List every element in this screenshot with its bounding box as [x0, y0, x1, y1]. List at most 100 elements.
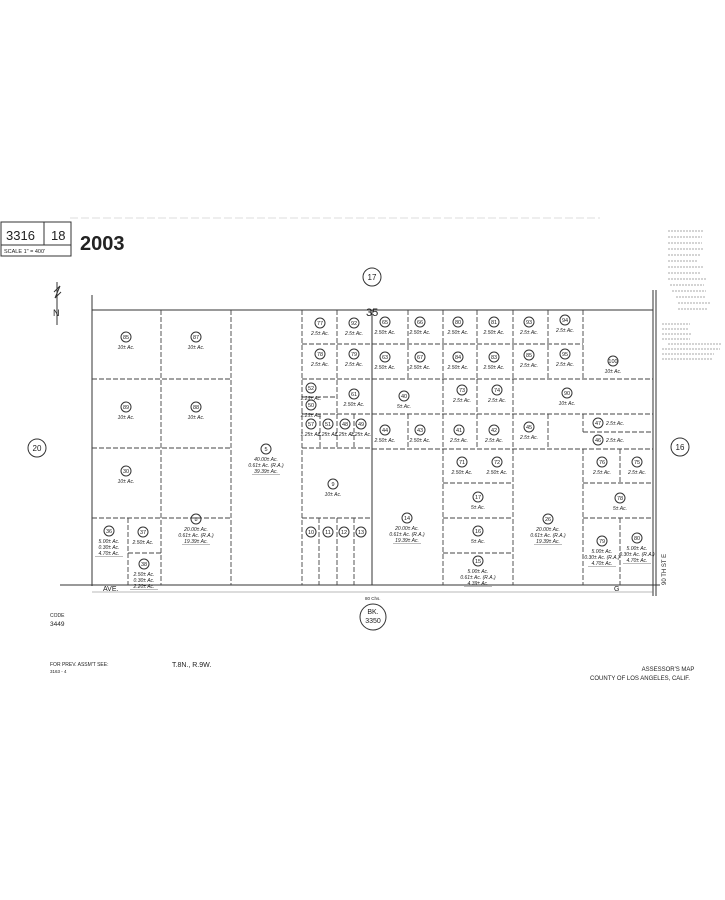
parcel-9: 910± Ac.: [325, 478, 341, 498]
street-east-label: 90 TH ST E: [662, 554, 668, 585]
parcel-area: 2.50± Ac.: [447, 365, 469, 371]
parcel-65: 652.50± Ac.: [374, 316, 395, 336]
parcel-number-circle: [631, 532, 643, 544]
parcel-area: 2.5± Ac.: [519, 363, 538, 369]
adjacent-north-label: 17: [368, 273, 377, 282]
parcel-number: 40: [401, 394, 407, 400]
parcel-number-circle: [314, 317, 326, 329]
parcel-number-circle: [614, 492, 626, 504]
parcel-number: 13: [358, 530, 364, 536]
parcel-number-circle: [491, 384, 503, 396]
header-box: [0, 221, 72, 257]
parcel-number: 65: [382, 320, 388, 326]
parcel-number: 61: [351, 392, 357, 398]
parcel-42: 422.5± Ac.: [484, 424, 503, 444]
parcel-area: 2.50± Ac.: [447, 330, 469, 336]
parcel-area: 2.5± Ac.: [592, 470, 611, 476]
parcel-number-circle: [596, 535, 608, 547]
parcel-area: 1.25± Ac.: [335, 432, 356, 438]
parcel-area: 4.70± Ac.: [99, 551, 120, 557]
township-range: T.8N., R.9W.: [172, 662, 211, 669]
parcel-17: 17 5± Ac.: [471, 491, 485, 511]
parcel-area: 5± Ac.: [613, 506, 627, 512]
parcel-15: 155.00± Ac.0.61± Ac. (R.A.)4.39± Ac.: [460, 555, 496, 587]
parcel-number-circle: [339, 418, 351, 430]
parcel-76: 762.5± Ac.: [592, 456, 611, 476]
prev-assessment-label: FOR PREV. ASSM'T SEE:: [50, 662, 108, 668]
parcel-number-circle: [414, 316, 426, 328]
parcel-number: 42: [491, 428, 497, 434]
code-label: CODE: [50, 613, 65, 619]
parcel-number-circle: [355, 526, 367, 538]
year-label: 2003: [80, 233, 125, 255]
parcel-area: 2.50± Ac.: [451, 470, 473, 476]
parcel-number: 78: [317, 352, 323, 358]
parcel-area: 2.5± Ac.: [555, 328, 574, 334]
parcel-area: 10± Ac.: [188, 345, 205, 351]
parcel-number-circle: [452, 351, 464, 363]
parcel-number-circle: [592, 417, 604, 429]
north-arrow-icon: N: [53, 282, 62, 325]
parcel-number: 66: [417, 320, 423, 326]
parcel-area: 2.50± Ac.: [483, 330, 505, 336]
parcel-63: 632.50± Ac.: [374, 351, 395, 371]
parcel-30: 30 10± Ac.: [118, 465, 135, 485]
north-label: N: [53, 308, 60, 318]
book-ref-label: BK.: [367, 609, 378, 616]
road-width: 80 Chs.: [365, 596, 381, 601]
parcel-number: 17: [475, 495, 481, 501]
parcel-number: 75: [634, 460, 640, 466]
parcel-number-circle: [120, 401, 132, 413]
parcel-number: 84: [455, 355, 461, 361]
parcel-number: 30: [123, 469, 129, 475]
parcel-number: 52: [308, 386, 314, 392]
parcel-area: 5± Ac.: [471, 505, 485, 511]
parcel-area: 2.5± Ac.: [449, 438, 468, 444]
parcel-number: 43: [417, 428, 423, 434]
parcel-area: 10± Ac.: [118, 415, 135, 421]
parcel-number-circle: [488, 424, 500, 436]
parcel-area: 2.5± Ac.: [344, 362, 363, 368]
parcel-area: 2.50± Ac.: [409, 330, 431, 336]
adjacent-west-label: 20: [33, 444, 42, 453]
road-name-right: G: [614, 586, 619, 593]
parcel-number-circle: [472, 525, 484, 537]
parcel-45: 452.5± Ac.: [519, 421, 538, 441]
parcel-area: 0.61± Ac. (R.A.): [389, 532, 425, 538]
adjacent-map-north: 17: [362, 267, 382, 287]
adjacent-east-label: 16: [676, 443, 685, 452]
parcel-number: 85: [123, 335, 129, 341]
parcel-number: 73: [459, 388, 465, 394]
section-number: 35: [366, 307, 378, 319]
parcel-area: 5.00± Ac.: [592, 549, 613, 555]
parcel-number-circle: [542, 513, 554, 525]
parcel-number: 80: [455, 320, 461, 326]
parcel-number: 78: [617, 496, 623, 502]
parcel-area: 10± Ac.: [188, 415, 205, 421]
parcel-area: 2.50± Ac.: [132, 540, 154, 546]
parcel-area: 2.50± Ac.: [409, 365, 431, 371]
parcel-number: 48: [342, 422, 348, 428]
parcel-37: 372.50± Ac.: [132, 526, 154, 546]
prev-assessment-ref: 3163 - 4: [50, 669, 67, 674]
parcel-number: 11: [325, 530, 331, 536]
parcel-78: 78 5± Ac.: [613, 492, 627, 512]
parcel-66: 66 2.50± Ac.: [409, 316, 431, 336]
parcel-area: 4.70± Ac.: [592, 561, 613, 567]
parcel-number-circle: [456, 384, 468, 396]
parcel-area: 19.39± Ac.: [184, 539, 208, 545]
parcel-72: 722.50± Ac.: [486, 456, 507, 476]
parcel-number-circle: [322, 418, 334, 430]
parcel-number-circle: [631, 456, 643, 468]
adjacent-map-east: 16: [670, 437, 690, 457]
parcel-area: 2.5± Ac.: [605, 421, 624, 427]
parcel-83: 832.50± Ac.: [483, 351, 504, 371]
parcel-area: 10± Ac.: [118, 479, 135, 485]
parcel-area: 5± Ac.: [397, 404, 411, 410]
parcel-number-circle: [190, 401, 202, 413]
